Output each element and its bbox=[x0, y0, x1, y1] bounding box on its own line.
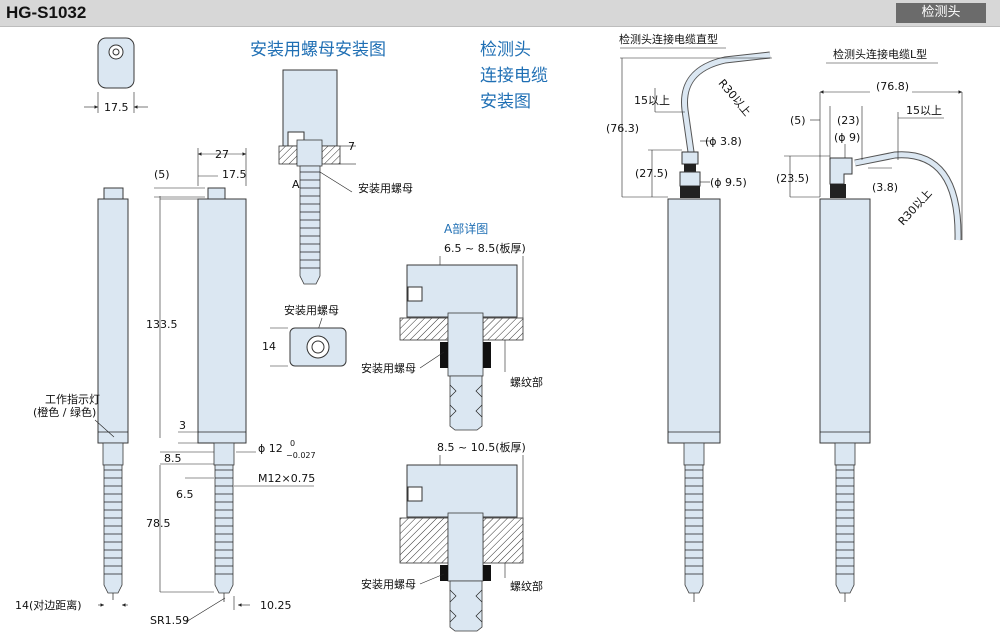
sensor-l-cable bbox=[819, 151, 962, 602]
dim-phi9: (ϕ 9) bbox=[834, 131, 860, 144]
detail-a-upper bbox=[399, 264, 524, 431]
dim-17-5: 17.5 bbox=[222, 168, 247, 181]
nut-top-view bbox=[289, 327, 347, 367]
point-a-label: A bbox=[292, 178, 300, 191]
dim-tol-bot: −0.027 bbox=[286, 451, 316, 460]
dim-6-5: 6.5 bbox=[176, 488, 194, 501]
dim-27: 27 bbox=[215, 148, 229, 161]
dim-5b: (5) bbox=[790, 114, 806, 127]
cable-straight-label: 检测头连接电缆直型 bbox=[619, 32, 718, 46]
dim-phi3-8-a: (ϕ 3.8) bbox=[705, 135, 742, 148]
cable-title-1: 检测头 bbox=[480, 40, 531, 60]
dim-plate-a: 6.5 ~ 8.5(板厚) bbox=[444, 241, 526, 255]
header-bar: HG-S1032 检测头 bbox=[0, 0, 1000, 27]
cable-l-label: 检测头连接电缆L型 bbox=[833, 47, 927, 61]
dim-78-5: 78.5 bbox=[146, 517, 171, 530]
dim-3: 3 bbox=[179, 419, 186, 432]
section-tag: 检测头 bbox=[896, 3, 986, 23]
thread-label-b: 螺纹部 bbox=[510, 579, 543, 593]
dim-phi9-5: (ϕ 9.5) bbox=[710, 176, 747, 189]
end-view: 17.5 bbox=[84, 37, 148, 114]
nut-label-d: 安装用螺母 bbox=[361, 577, 416, 591]
width-across-label: 14(对边距离) bbox=[15, 598, 82, 612]
dim-r30-a: R30以上 bbox=[716, 77, 754, 119]
dim-sr: SR1.59 bbox=[150, 614, 189, 627]
dim-133-5: 133.5 bbox=[146, 318, 178, 331]
detail-a-lower bbox=[399, 464, 524, 632]
dim-10-25: 10.25 bbox=[260, 599, 292, 612]
dim-15-a: 15以上 bbox=[634, 94, 670, 107]
dim-3-8b: (3.8) bbox=[872, 181, 898, 194]
dim-tol-top: 0 bbox=[290, 439, 295, 448]
dim-r30-b: R30以上 bbox=[896, 187, 935, 228]
dim-m12: M12×0.75 bbox=[258, 472, 315, 485]
sensor-straight-cable bbox=[667, 51, 771, 602]
dim-plate-b: 8.5 ~ 10.5(板厚) bbox=[437, 440, 526, 454]
model-title: HG-S1032 bbox=[6, 3, 87, 22]
cable-title-2: 连接电缆 bbox=[480, 66, 548, 86]
nut-label-a: 安装用螺母 bbox=[358, 181, 413, 195]
indicator-label: 工作指示灯 bbox=[45, 392, 100, 406]
dim-27-5: (27.5) bbox=[635, 167, 668, 180]
thread-label-a: 螺纹部 bbox=[510, 375, 543, 389]
dim-7: 7 bbox=[348, 140, 355, 153]
dim-phi12: ϕ 12 bbox=[258, 442, 283, 455]
dim-23: (23) bbox=[837, 114, 860, 127]
dim-76-8: (76.8) bbox=[876, 80, 909, 93]
sensor-left bbox=[97, 187, 129, 600]
dim-14: 14 bbox=[262, 340, 276, 353]
nut-mount-title: 安装用螺母安装图 bbox=[250, 40, 386, 60]
dim-23-5: (23.5) bbox=[776, 172, 809, 185]
indicator-color: (橙色 / 绿色) bbox=[33, 405, 96, 419]
nut-mount-drawing bbox=[278, 69, 341, 285]
detail-a-title: A部详图 bbox=[444, 221, 488, 236]
cable-title-3: 安装图 bbox=[480, 92, 531, 112]
dim-17-5-top: 17.5 bbox=[104, 101, 129, 114]
dim-76-3: (76.3) bbox=[606, 122, 639, 135]
dim-5: (5) bbox=[154, 168, 170, 181]
nut-label-c: 安装用螺母 bbox=[361, 361, 416, 375]
dim-15-b: 15以上 bbox=[906, 104, 942, 117]
sensor-dimensioned bbox=[197, 187, 247, 602]
dim-8-5: 8.5 bbox=[164, 452, 182, 465]
nut-label-b: 安装用螺母 bbox=[284, 303, 339, 317]
